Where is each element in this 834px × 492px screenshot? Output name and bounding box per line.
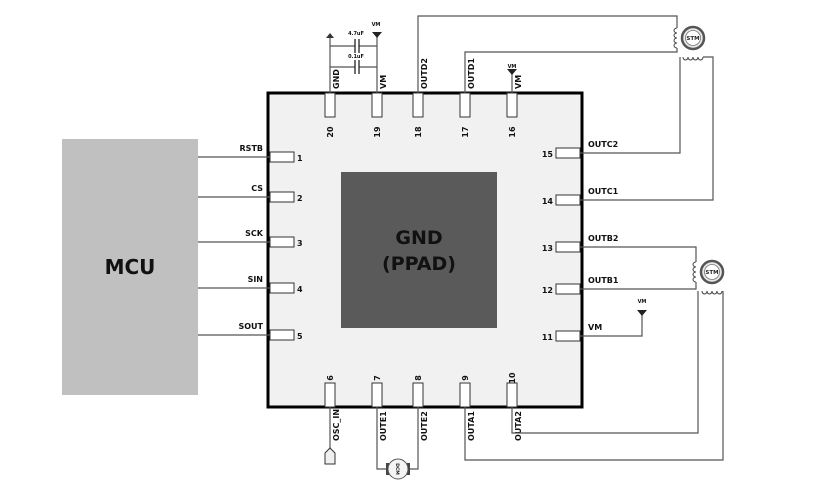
pin-number: 10: [508, 372, 517, 384]
signal-label-outd1: OUTD1: [467, 58, 476, 89]
signal-label-osc_in: OSC_IN: [332, 409, 341, 441]
signal-label-outb2: OUTB2: [588, 234, 618, 243]
pin-13: [555, 241, 581, 253]
pin-number: 4: [297, 285, 303, 294]
pin-15: [555, 147, 581, 159]
pin-18: [412, 92, 424, 118]
pin-number: 14: [542, 197, 554, 206]
pin-number: 3: [297, 239, 303, 248]
signal-label-sout: SOUT: [238, 322, 263, 331]
pin-number: 17: [461, 126, 470, 137]
wire-outc1: [580, 56, 714, 201]
pin-9: [459, 382, 471, 408]
stepper-motor-top-icon-label: STM: [686, 36, 699, 42]
wire-oute1: [376, 407, 387, 470]
signal-label-outd2: OUTD2: [420, 58, 429, 89]
thermal-pad-label-gnd: GND: [395, 227, 442, 249]
signal-label-rstb: RSTB: [240, 144, 263, 153]
pin-number: 8: [414, 375, 423, 381]
dc-motor-icon: [387, 458, 409, 480]
signal-label-gnd: GND: [332, 69, 341, 89]
capacitor-label: 0.1uF: [348, 54, 364, 60]
pin-number: 6: [326, 375, 335, 381]
pin-5: [269, 329, 295, 341]
stepper-motor-top-icon-inner: [685, 30, 701, 46]
pin-number: 20: [326, 126, 335, 138]
pin-20: [324, 92, 336, 118]
wire-vm-11: [580, 312, 643, 337]
pin-17: [459, 92, 471, 118]
pin-10: [506, 382, 518, 408]
pin-number: 2: [297, 194, 303, 203]
pin-number: 11: [542, 333, 554, 342]
pin-number: 19: [373, 126, 382, 138]
pin-12: [555, 283, 581, 295]
coil-b-icon: [692, 261, 697, 283]
signal-label-vm: VM: [379, 75, 388, 89]
stepper-motor-right-icon-label: STM: [705, 270, 718, 276]
stepper-motor-right-icon-inner: [704, 264, 720, 280]
signal-label-outa1: OUTA1: [467, 411, 476, 441]
wire-oute2: [408, 407, 419, 470]
pin-number: 15: [542, 150, 554, 159]
signal-label-sck: SCK: [245, 229, 264, 238]
pin-1: [269, 151, 295, 163]
wire-outa2: [511, 291, 699, 434]
wire-outd2: [417, 15, 678, 93]
vm-label-right: VM: [638, 299, 647, 305]
wire-outa1: [464, 291, 724, 461]
dc-motor-label: DCM: [394, 463, 400, 475]
coil-a-icon: [701, 290, 723, 295]
pin-4: [269, 282, 295, 294]
coil-d-icon: [673, 27, 678, 49]
wire-outc2: [580, 57, 681, 154]
pin-7: [371, 382, 383, 408]
vm-label-top: VM: [372, 22, 381, 28]
pin-number: 7: [373, 375, 382, 381]
signal-label-outc2: OUTC2: [588, 140, 618, 149]
signal-label-outa2: OUTA2: [514, 411, 523, 441]
signal-label-vm: VM: [588, 323, 602, 332]
signal-label-oute1: OUTE1: [379, 411, 388, 441]
signal-label-outc1: OUTC1: [588, 187, 619, 196]
vm-supply-icon: [637, 310, 647, 316]
coil-c-icon: [682, 56, 704, 61]
wire-outb2: [580, 246, 697, 262]
pin-3: [269, 236, 295, 248]
pin-number: 12: [542, 286, 553, 295]
wire-outd1: [464, 48, 678, 93]
signal-label-cs: CS: [251, 184, 263, 193]
pin-16: [506, 92, 518, 118]
thermal-pad-label-ppad: (PPAD): [382, 253, 456, 275]
signal-label-outb1: OUTB1: [588, 276, 619, 285]
pin-11: [555, 330, 581, 342]
pin-6: [324, 382, 336, 408]
capacitor-label: 4.7uF: [348, 31, 364, 37]
pin-2: [269, 191, 295, 203]
pin-19: [371, 92, 383, 118]
pin-number: 5: [297, 332, 303, 341]
signal-label-oute2: OUTE2: [420, 411, 429, 441]
pin-number: 13: [542, 244, 553, 253]
vm-supply-icon: [372, 32, 382, 38]
osc-input-connector-icon: [324, 447, 336, 465]
mcu-label: MCU: [105, 255, 156, 279]
signal-label-sin: SIN: [248, 275, 263, 284]
pin-number: 16: [508, 126, 517, 138]
pin-number: 9: [461, 375, 470, 381]
pin-number: 18: [414, 126, 423, 138]
wire-outb1: [580, 282, 697, 290]
vm-label-pin16: VM: [508, 64, 517, 70]
ground-arrow-icon: [326, 33, 334, 38]
vm-supply-icon: [507, 69, 517, 75]
thermal-pad: [341, 172, 497, 328]
pin-8: [412, 382, 424, 408]
signal-label-vm: VM: [514, 75, 523, 89]
pin-14: [555, 194, 581, 206]
mcu-block: [62, 139, 198, 395]
pin-number: 1: [297, 154, 303, 163]
